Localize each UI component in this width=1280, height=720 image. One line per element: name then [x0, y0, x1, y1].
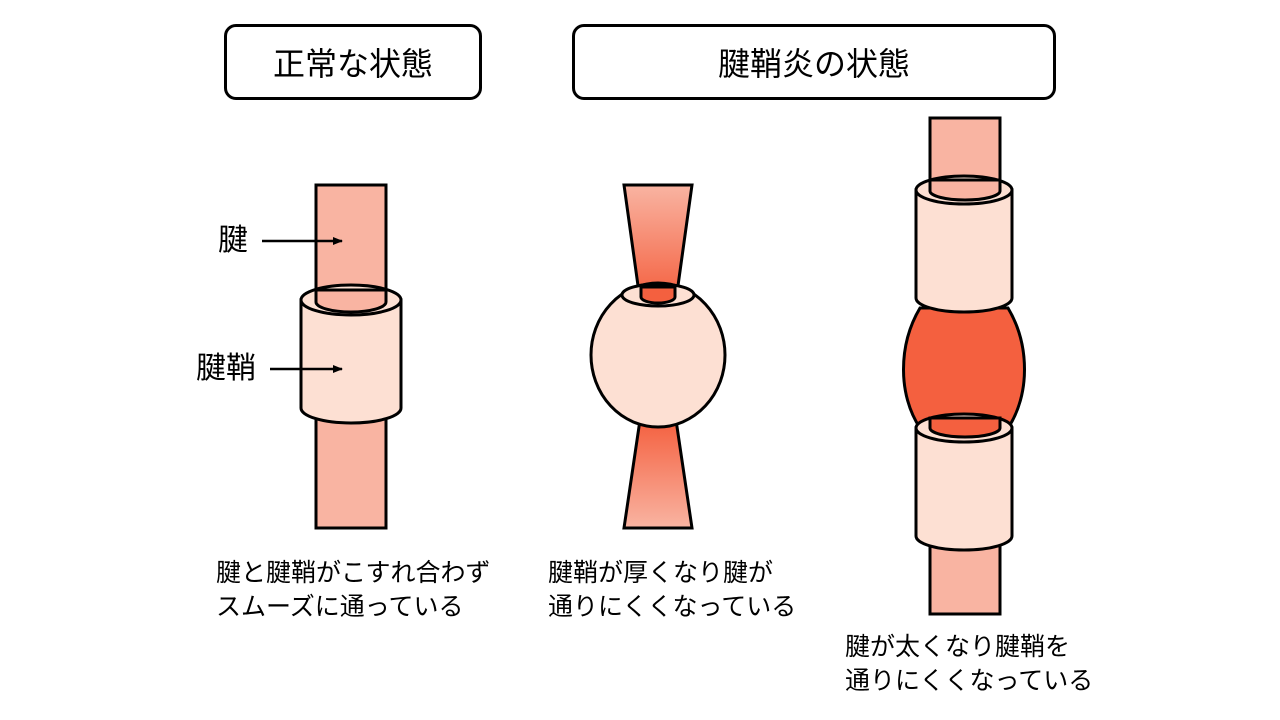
thick-sheath-illustration	[591, 185, 725, 528]
sheath-label: 腱鞘	[196, 354, 256, 384]
caption-normal-line2: スムーズに通っている	[216, 590, 491, 624]
tendon-label: 腱	[218, 226, 248, 256]
caption-thick-sheath-line1: 腱鞘が厚くなり腱が	[548, 556, 796, 590]
thick-tendon-sheath-upper	[916, 190, 1012, 312]
normal-sheath	[301, 300, 401, 423]
caption-normal-line1: 腱と腱鞘がこすれ合わず	[216, 556, 491, 590]
caption-normal: 腱と腱鞘がこすれ合わず スムーズに通っている	[216, 556, 491, 624]
thick-tendon-sheath-lower	[916, 428, 1012, 550]
narrowed-tendon-lower	[624, 420, 692, 528]
caption-thick-sheath-line2: 通りにくくなっている	[548, 590, 796, 624]
thick-tendon-illustration	[904, 118, 1025, 614]
normal-tendon-lower	[316, 416, 386, 528]
caption-thick-tendon-line2: 通りにくくなっている	[845, 664, 1093, 698]
caption-thick-sheath: 腱鞘が厚くなり腱が 通りにくくなっている	[548, 556, 796, 624]
normal-state-illustration	[301, 185, 401, 528]
caption-thick-tendon-line1: 腱が太くなり腱鞘を	[845, 630, 1093, 664]
caption-thick-tendon: 腱が太くなり腱鞘を 通りにくくなっている	[845, 630, 1093, 698]
swollen-tendon	[904, 308, 1025, 428]
